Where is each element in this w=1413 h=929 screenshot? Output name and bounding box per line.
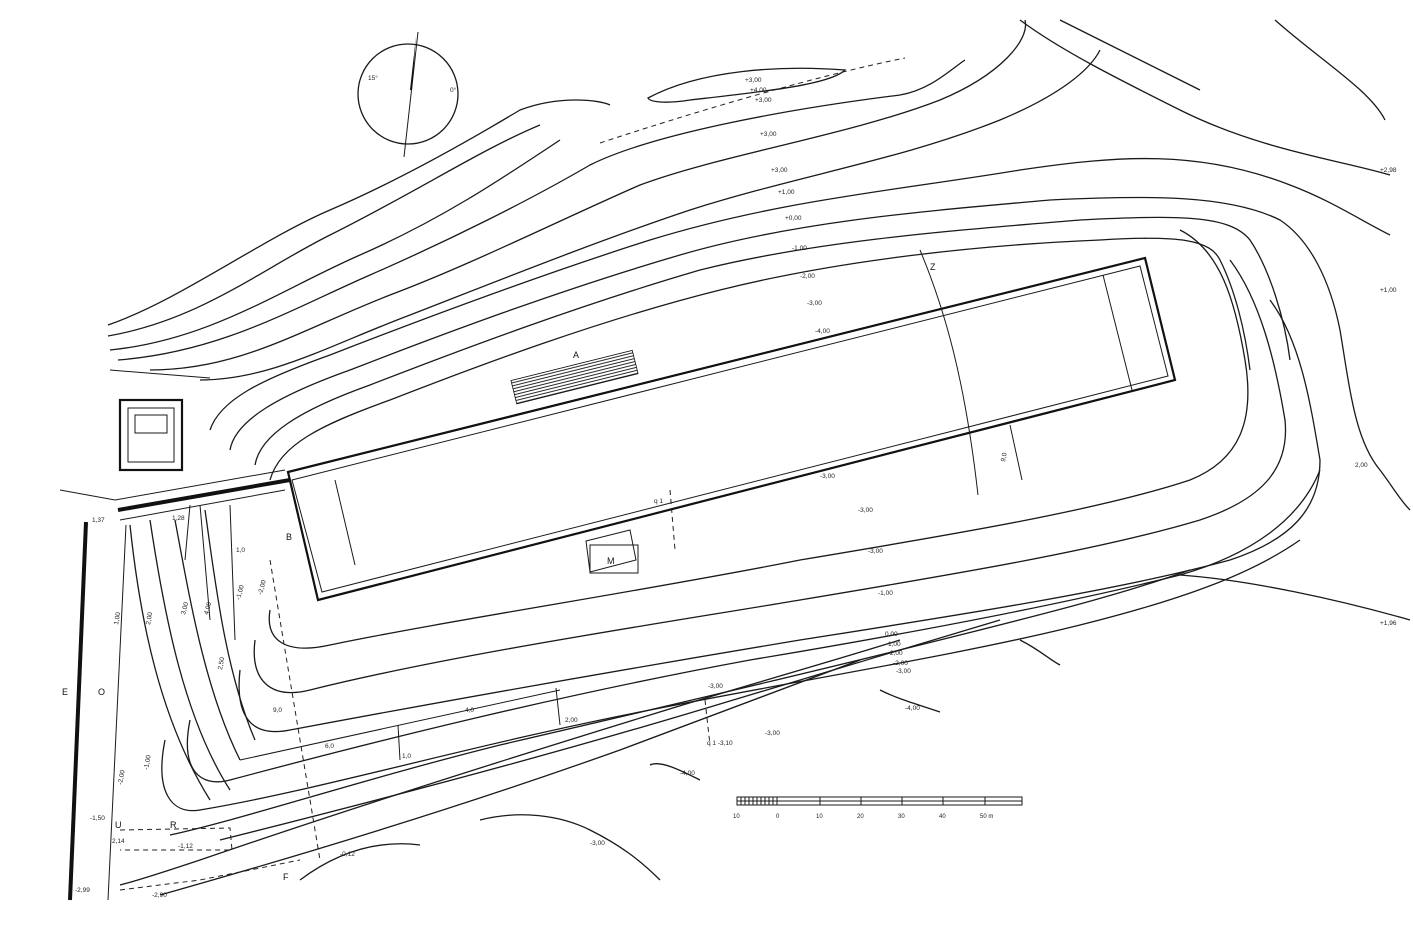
dim-q3: 4,0: [465, 707, 474, 714]
contour-lines-east: [119, 229, 1411, 896]
hatched-feature-a: [510, 349, 639, 405]
elev-right-mid: +1,00: [1380, 287, 1397, 294]
elev-gate-1: 1,37: [92, 517, 105, 524]
scale-bar: 10 0 10 20 30 40 50 m: [733, 796, 1023, 820]
scale-tick-30: 30: [898, 814, 905, 820]
scale-tick-20: 20: [857, 814, 864, 820]
elevation-labels: +3,00 +4,00 +3,00 +3,00 +3,00 +1,00 +0,0…: [75, 77, 1397, 899]
elev-far-5: -3,00: [708, 683, 723, 690]
elev-west-1: 1,00: [113, 611, 122, 625]
dim-z: 9,0: [1000, 452, 1009, 462]
elev-corner-5: -0,12: [340, 851, 355, 858]
label-a: A: [573, 350, 579, 360]
compass-angle-left: 15°: [368, 74, 378, 82]
elev-nm3: -3,00: [807, 300, 822, 307]
dim-1: 1,0: [236, 547, 245, 554]
elev-west-5: 2,50: [217, 656, 226, 670]
elev-right-low: 2,00: [1355, 462, 1368, 469]
scale-tick-0: 0: [776, 814, 780, 820]
elev-s-a: 0,00: [885, 631, 898, 638]
elev-right-top: +2,98: [1380, 167, 1397, 174]
label-r: R: [170, 820, 177, 830]
elev-gate-2: 1,28: [172, 515, 185, 522]
dim-q4: 6,0: [325, 743, 334, 750]
elev-corner-2: 2,14: [112, 838, 125, 845]
elev-ridge-1: +3,00: [745, 77, 762, 84]
elev-n1: +0,00: [785, 215, 802, 222]
elev-inner-3: -3,00: [868, 548, 883, 555]
elev-far-4: -3,00: [590, 840, 605, 847]
elev-far-2: -4,00: [680, 770, 695, 777]
elev-corner-3: -2,99: [75, 887, 90, 894]
elev-far-3: -3,00: [765, 730, 780, 737]
entrance-ramp: [59, 369, 291, 521]
label-z: Z: [930, 262, 936, 272]
elev-ridge-3: +3,00: [755, 97, 772, 104]
scale-tick-10: 10: [816, 814, 823, 820]
contour-lines-west: [129, 504, 256, 801]
elev-inner-2: -3,00: [858, 507, 873, 514]
elev-s-c: 2,00: [890, 650, 903, 657]
section-q1-low: q 1 -3,10: [707, 740, 733, 747]
elev-corner-6: -2,90: [152, 892, 167, 899]
elev-s-b: 1,00: [888, 641, 901, 648]
elev-south-1: -1,00: [878, 590, 893, 597]
scale-tick-10-left: 10: [733, 814, 740, 820]
dim-q9: 9,0: [273, 707, 282, 714]
elev-n2: +1,00: [778, 189, 795, 196]
elev-west-2: 2,00: [145, 611, 154, 625]
elev-nm4: -4,00: [815, 328, 830, 335]
scale-tick-50m: 50 m: [980, 814, 993, 820]
dim-q1: 1,0: [402, 753, 411, 760]
elev-west-8: -1,00: [235, 584, 246, 600]
elev-ridge-2: +4,00: [750, 87, 767, 94]
label-u: U: [115, 820, 122, 830]
small-building: [118, 398, 184, 472]
elev-west-7: -2,00: [117, 769, 127, 785]
elev-nm2: -2,00: [800, 273, 815, 280]
building-m: [589, 544, 639, 574]
north-arrow-compass: 15° 0°: [357, 31, 459, 158]
elev-west-4: 4,00: [203, 601, 213, 615]
section-q1: q 1: [654, 498, 663, 505]
elev-s-d: -2,00: [893, 660, 908, 667]
contour-lines-north: [107, 19, 1391, 481]
compass-angle-right: 0°: [450, 86, 457, 94]
elev-inner-1: -3,00: [820, 473, 835, 480]
west-boundary: [68, 521, 321, 901]
elev-far-1: -4,00: [905, 705, 920, 712]
elev-west-9: -2,00: [257, 579, 268, 595]
elev-n3: +3,00: [771, 167, 788, 174]
label-o: O: [98, 687, 105, 697]
label-b: B: [286, 532, 292, 542]
label-f: F: [283, 872, 289, 882]
elev-s-e: -3,00: [896, 668, 911, 675]
elev-nm1: -1,00: [792, 245, 807, 252]
label-e: E: [62, 687, 68, 697]
elev-west-3: 3,00: [180, 601, 190, 615]
elev-corner-4: -1,12: [178, 843, 193, 850]
letter-labels: A B E O U R F M Z: [62, 262, 936, 882]
dim-q8: 2,00: [565, 717, 578, 724]
dimension-lines: [239, 424, 1023, 761]
main-enclosure: [286, 249, 1177, 602]
elev-corner-1: -1,50: [90, 815, 105, 822]
scale-tick-40: 40: [939, 814, 946, 820]
label-m: M: [607, 556, 615, 566]
elev-west-6: -1,00: [143, 754, 153, 770]
elev-ridge-4: +3,00: [760, 131, 777, 138]
elev-right-bottom: +1,96: [1380, 620, 1397, 627]
